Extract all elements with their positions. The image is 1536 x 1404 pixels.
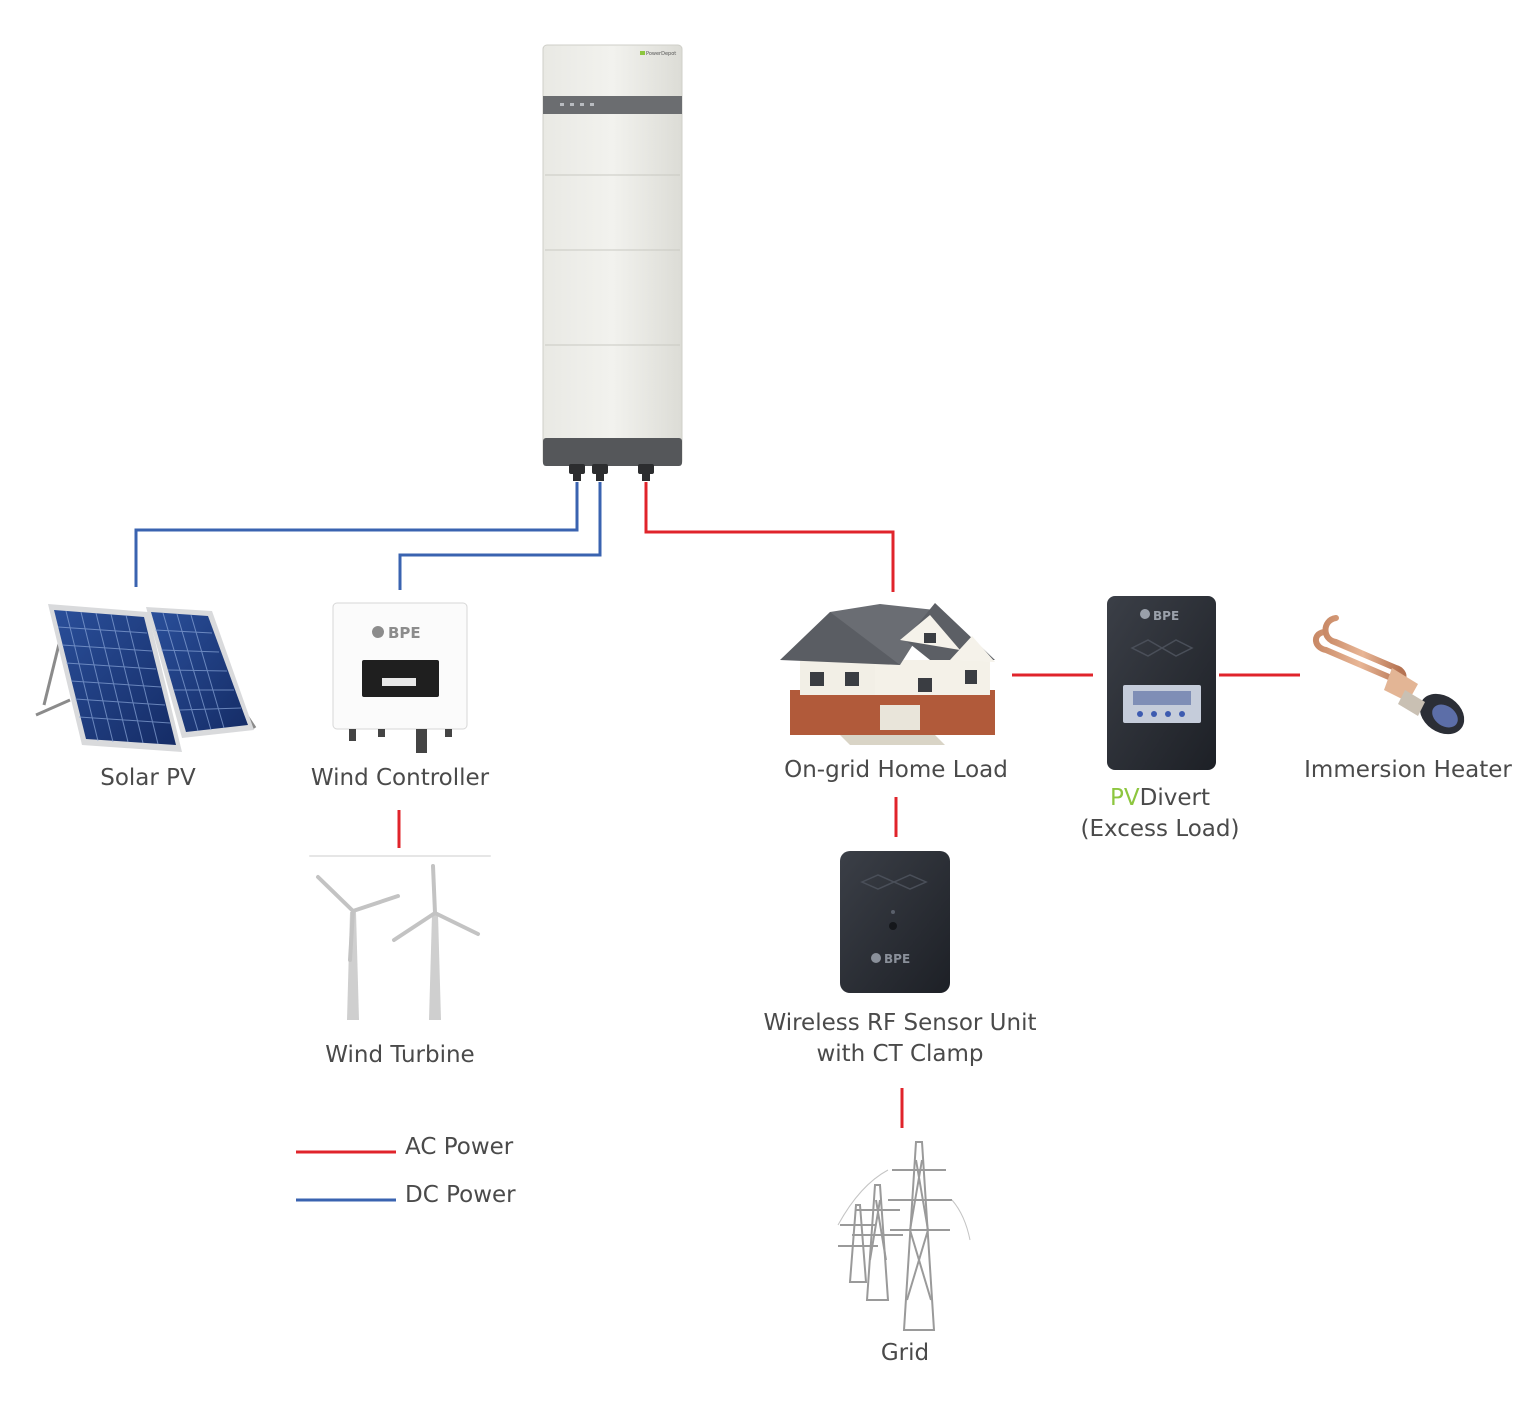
label-sensor-line1: Wireless RF Sensor Unit [763,1010,1037,1036]
cable-glands [569,464,654,481]
dc-line-solar [134,482,579,587]
solar-pv-panels [35,604,257,752]
label-wind-controller: Wind Controller [310,765,490,791]
house-icon [780,603,995,745]
wind-controller-device: BPE [332,602,468,753]
battery-inverter-unit: PowerDepot [542,44,683,481]
legend-ac-label: AC Power [405,1134,514,1160]
label-wind-turbine: Wind Turbine [325,1042,475,1068]
pvdivert-brand: BPE [1153,609,1179,623]
rf-sensor-unit: BPE [840,851,950,993]
label-home-load: On-grid Home Load [784,757,1008,783]
label-pvdivert-pv: PV [1110,785,1140,811]
bpe-logo-icon [871,953,881,963]
label-sensor: Wireless RF Sensor Unit with CT Clamp [740,1008,1060,1070]
immersion-heater-icon [1313,615,1465,735]
dc-line-wind-controller [398,482,602,590]
bpe-logo-icon [372,626,384,638]
sensor-brand: BPE [884,952,910,966]
battery-brand: PowerDepot [646,51,676,57]
label-pvdivert-divert: Divert [1139,785,1210,811]
ac-line-home [644,482,895,592]
bpe-logo-icon [1140,609,1150,619]
label-solar-pv: Solar PV [100,765,196,791]
label-sensor-line2: with CT Clamp [816,1041,984,1067]
label-immersion-heater: Immersion Heater [1304,757,1512,783]
wiring [134,482,1300,1128]
legend [296,1150,396,1202]
powerdepot-logo-mark [640,51,645,55]
pvdivert-device: BPE [1107,596,1216,770]
wind-controller-brand: BPE [388,624,421,642]
label-grid: Grid [880,1340,930,1366]
grid-pylons-icon [837,1141,971,1331]
label-pvdivert: PVDivert (Excess Load) [1060,783,1260,845]
legend-dc-label: DC Power [405,1182,516,1208]
wind-turbines [309,855,491,1020]
label-pvdivert-sub: (Excess Load) [1080,816,1240,842]
